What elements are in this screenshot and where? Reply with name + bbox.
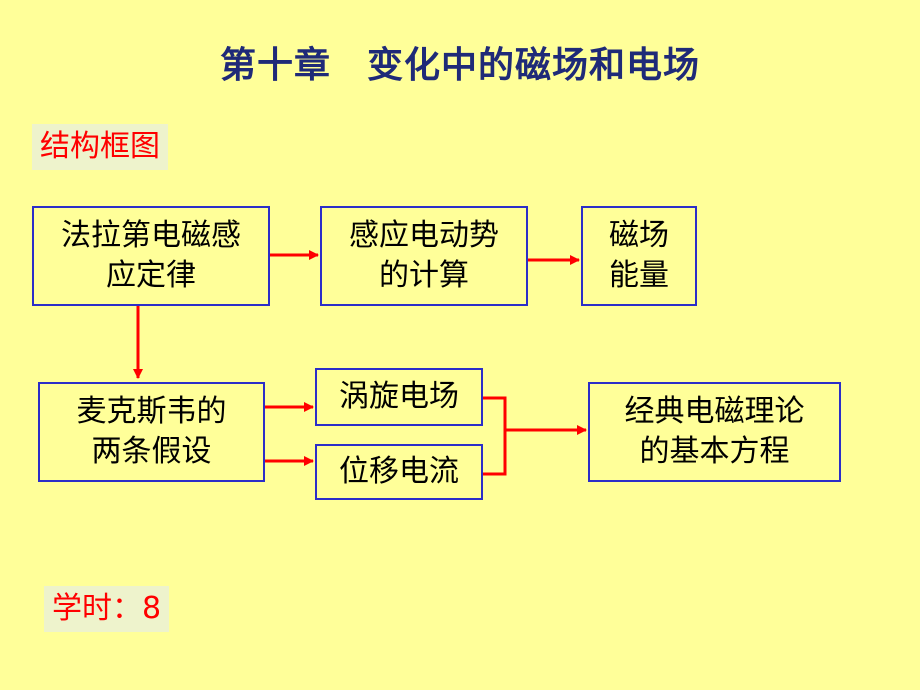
box-displacement-current: 位移电流	[315, 444, 483, 500]
chapter-number: 第十章	[219, 45, 331, 86]
box-emf-calculation: 感应电动势的计算	[320, 206, 528, 306]
box-classical-em-theory: 经典电磁理论的基本方程	[588, 382, 841, 482]
box-magnetic-energy: 磁场能量	[581, 206, 697, 306]
box-faraday-line2: 应定律	[106, 258, 196, 293]
box-emf-line1: 感应电动势	[349, 218, 499, 253]
box-maxwell-line1: 麦克斯韦的	[76, 394, 227, 429]
box-theory-line2: 的基本方程	[639, 434, 790, 469]
box-energy-line2: 能量	[609, 258, 669, 293]
box-maxwell-hypotheses: 麦克斯韦的两条假设	[38, 382, 265, 482]
box-faraday-line1: 法拉第电磁感	[61, 218, 241, 253]
box-emf-line2: 的计算	[379, 258, 469, 293]
box-energy-line1: 磁场	[609, 218, 669, 253]
box-maxwell-line2: 两条假设	[91, 434, 212, 469]
box-faraday-law: 法拉第电磁感应定律	[32, 206, 270, 306]
bracket-merge	[483, 396, 507, 476]
page-title: 第十章变化中的磁场和电场	[0, 36, 920, 88]
hours-label: 学时：8	[44, 586, 170, 632]
box-displacement-line1: 位移电流	[339, 454, 459, 489]
box-vortex-line1: 涡旋电场	[339, 379, 459, 414]
structure-label: 结构框图	[32, 124, 168, 170]
box-vortex-field: 涡旋电场	[315, 368, 483, 426]
box-theory-line1: 经典电磁理论	[624, 394, 805, 429]
chapter-name: 变化中的磁场和电场	[367, 45, 701, 86]
